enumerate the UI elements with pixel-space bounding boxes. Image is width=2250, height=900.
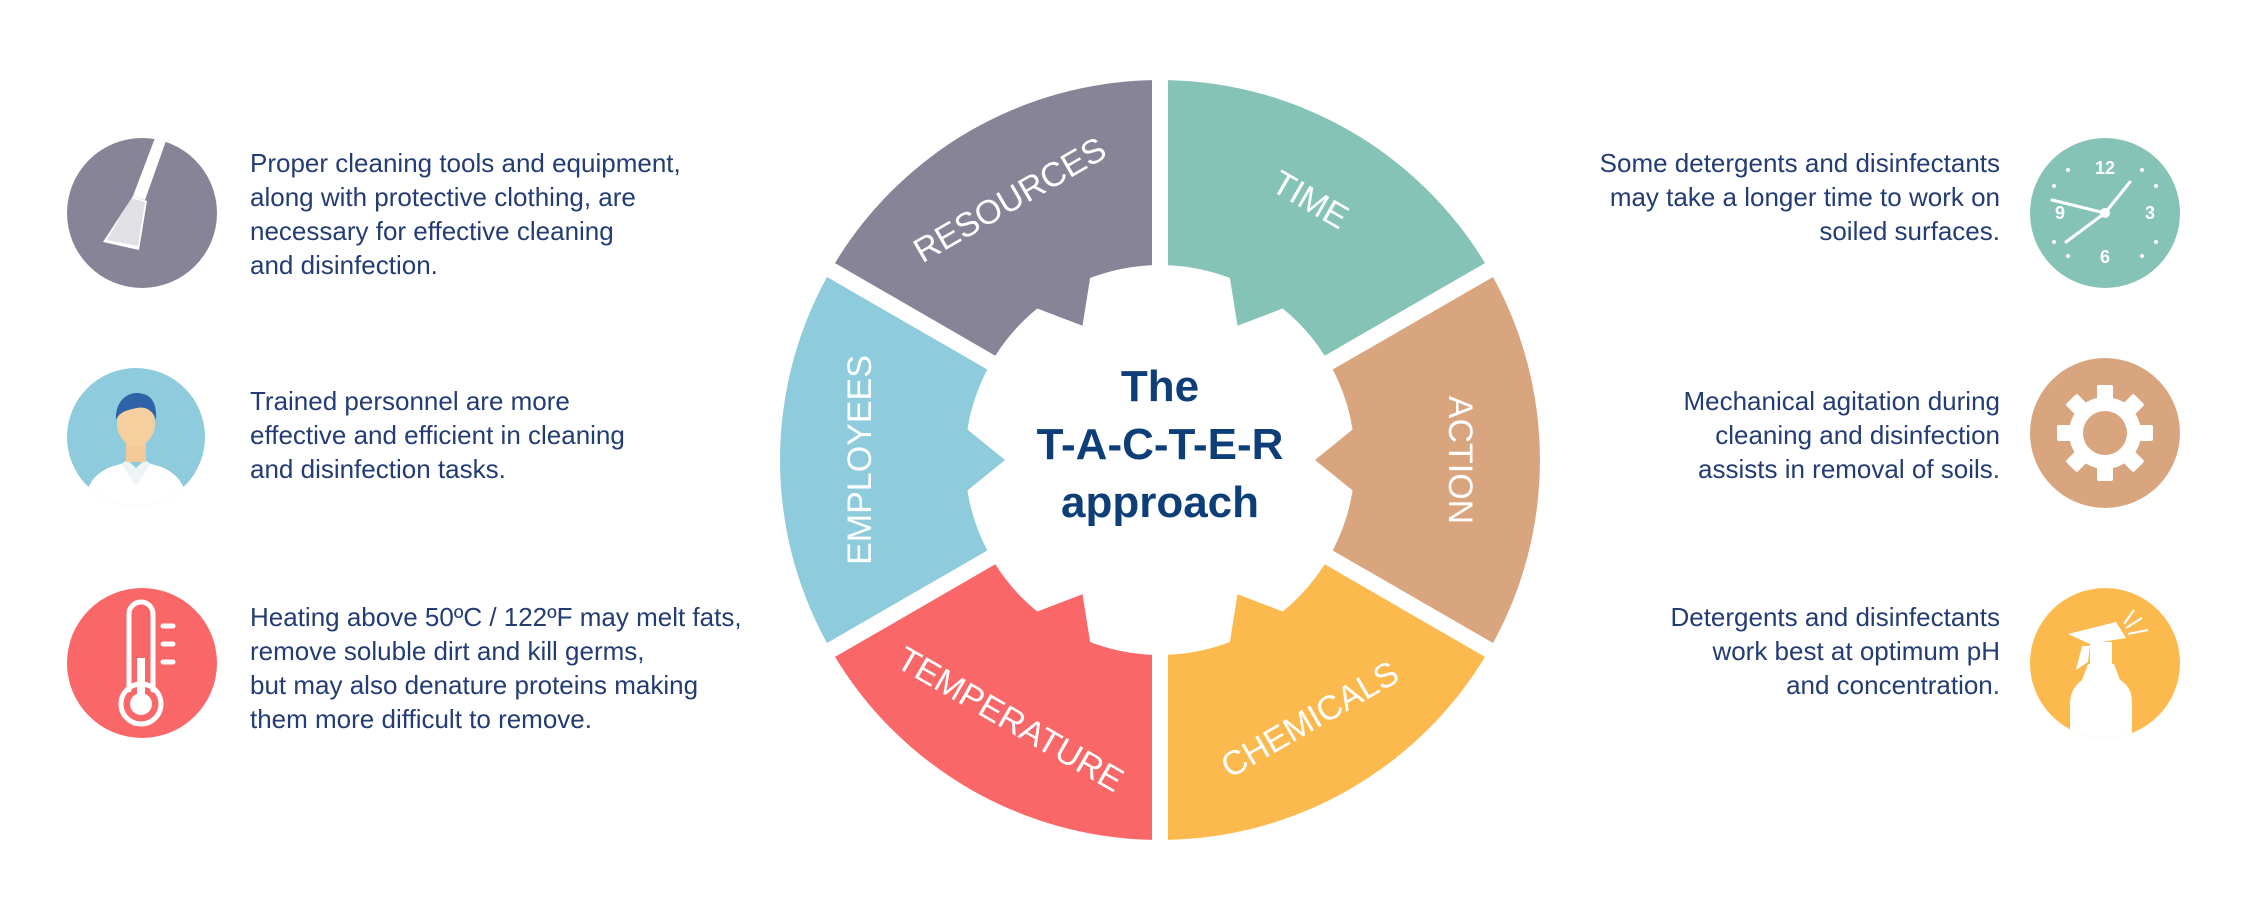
segment-label-action: ACTION <box>1441 396 1479 524</box>
action-description: Mechanical agitation during cleaning and… <box>1683 386 2000 484</box>
center-title-line3: approach <box>1060 478 1260 527</box>
person-icon <box>67 368 205 506</box>
time-description: Some detergents and disinfectants may ta… <box>1599 148 2000 246</box>
cleaning-tool-icon <box>67 138 217 288</box>
chemicals-description: Detergents and disinfectants work best a… <box>1670 602 2000 700</box>
thermometer-icon <box>67 588 217 738</box>
resources-description: Proper cleaning tools and equipment, alo… <box>250 148 681 280</box>
segment-time <box>1168 80 1485 356</box>
segment-temperature <box>835 564 1152 840</box>
gear-icon <box>2030 358 2180 508</box>
clock-number-12: 12 <box>2095 158 2115 178</box>
segment-employees <box>780 277 1005 643</box>
clock-number-9: 9 <box>2055 203 2065 223</box>
center-title-line2: T-A-C-T-E-R <box>1036 420 1284 469</box>
center-title-line1: The <box>1120 362 1200 411</box>
segment-chemicals <box>1168 564 1485 840</box>
segment-action <box>1315 277 1540 643</box>
spray-bottle-icon <box>2030 588 2180 738</box>
clock-number-3: 3 <box>2145 203 2155 223</box>
employees-description: Trained personnel are more effective and… <box>250 386 625 484</box>
segment-resources <box>835 80 1152 356</box>
clock-number-6: 6 <box>2100 247 2110 267</box>
clock-icon: 12 3 6 9 <box>2030 138 2180 288</box>
temperature-description: Heating above 50ºC / 122ºF may melt fats… <box>250 602 742 734</box>
segment-label-employees: EMPLOYEES <box>841 355 879 565</box>
